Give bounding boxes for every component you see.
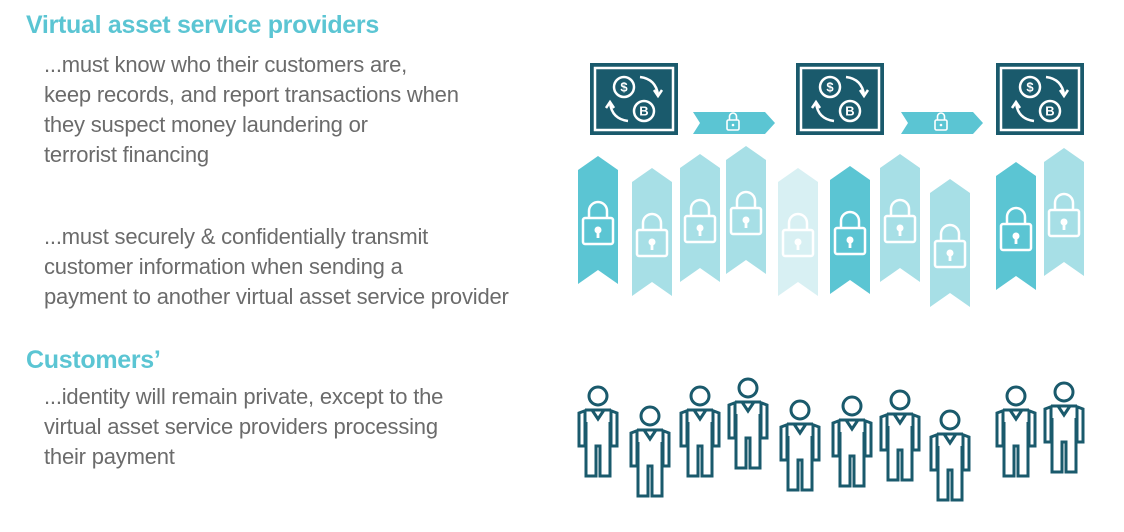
- person-icon: [995, 385, 1037, 478]
- ribbon-shape: [880, 154, 920, 282]
- text-line: keep records, and report transactions wh…: [44, 82, 459, 107]
- text-line: their payment: [44, 444, 175, 469]
- vasp-paragraph-1: ...must know who their customers are, ke…: [44, 50, 459, 170]
- ribbon-row: [578, 146, 1084, 307]
- lock-ribbon-icon: [930, 179, 970, 307]
- lock-ribbon-icon: [1044, 148, 1084, 276]
- ribbon-shape: [996, 162, 1036, 290]
- customers-heading: Customers’: [26, 346, 161, 374]
- person-icon: [727, 377, 769, 470]
- vasp-paragraph-2: ...must securely & confidentially transm…: [44, 222, 509, 312]
- text-line: payment to another virtual asset service…: [44, 284, 509, 309]
- ribbon-shape: [830, 166, 870, 294]
- person-icon: [831, 395, 873, 488]
- ribbon-shape: [632, 168, 672, 296]
- person-icon: [629, 405, 671, 498]
- lock-ribbon-icon: [996, 162, 1036, 290]
- currency-exchange-icon: [588, 61, 680, 137]
- ribbon-shape: [930, 179, 970, 307]
- lock-ribbon-icon: [778, 168, 818, 296]
- lock-ribbon-icon: [880, 154, 920, 282]
- lock-ribbon-icon: [632, 168, 672, 296]
- ribbon-shape: [778, 168, 818, 296]
- person-icon: [1043, 381, 1085, 474]
- people-row: [577, 377, 1085, 502]
- lock-arrow-icon: [692, 111, 776, 135]
- provider-row: [588, 61, 1086, 137]
- ribbon-shape: [680, 154, 720, 282]
- person-icon: [879, 389, 921, 482]
- lock-ribbon-icon: [830, 166, 870, 294]
- person-icon: [679, 385, 721, 478]
- text-line: customer information when sending a: [44, 254, 403, 279]
- currency-exchange-icon: [794, 61, 886, 137]
- lock-arrow-icon: [900, 111, 984, 135]
- text-line: terrorist financing: [44, 142, 209, 167]
- text-line: ...identity will remain private, except …: [44, 384, 444, 409]
- text-line: they suspect money laundering or: [44, 112, 368, 137]
- ribbon-shape: [726, 146, 766, 274]
- ribbon-shape: [578, 156, 618, 284]
- person-icon: [929, 409, 971, 502]
- text-column: Virtual asset service providers ...must …: [0, 0, 560, 532]
- person-icon: [779, 399, 821, 492]
- currency-exchange-icon: [994, 61, 1086, 137]
- lock-ribbon-icon: [578, 156, 618, 284]
- text-line: virtual asset service providers processi…: [44, 414, 438, 439]
- lock-ribbon-icon: [726, 146, 766, 274]
- vasp-heading: Virtual asset service providers: [26, 11, 379, 39]
- lock-ribbon-icon: [680, 154, 720, 282]
- customers-paragraph: ...identity will remain private, except …: [44, 382, 443, 472]
- person-icon: [577, 385, 619, 478]
- text-line: ...must know who their customers are,: [44, 52, 408, 77]
- ribbon-shape: [1044, 148, 1084, 276]
- text-line: ...must securely & confidentially transm…: [44, 224, 429, 249]
